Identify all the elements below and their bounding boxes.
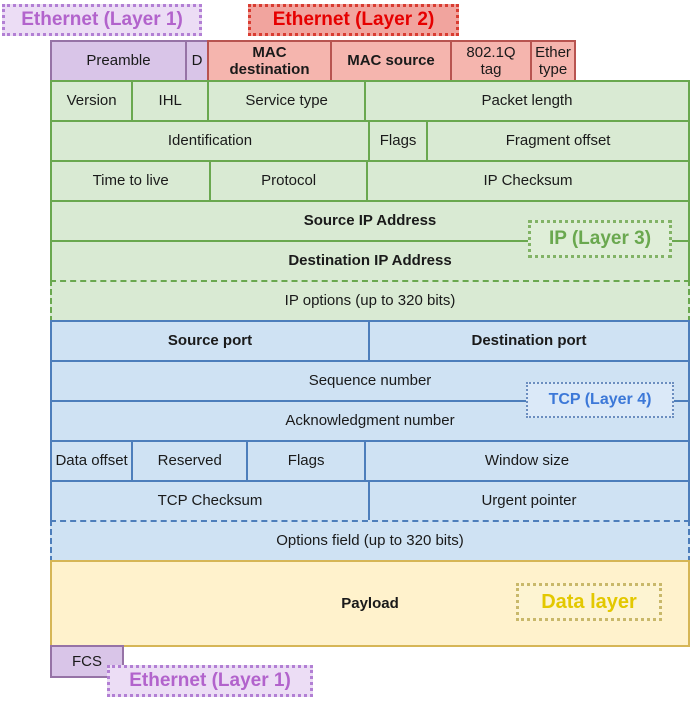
urgent-pointer-cell: Urgent pointer [368,480,690,522]
ethernet-layer1-label-top: Ethernet (Layer 1) [2,4,202,36]
identification-cell: Identification [50,120,370,162]
destination-port-cell: Destination port [368,320,690,362]
ip-row-2: Identification Flags Fragment offset [50,120,690,162]
packet-length-cell: Packet length [363,80,690,122]
tcp-row-1: Source port Destination port [50,320,690,362]
ethernet-header-row: Preamble D MAC destination MAC source 80… [50,40,576,82]
tcp-options-cell: Options field (up to 320 bits) [50,520,690,562]
ip-row-1: Version IHL Service type Packet length [50,80,690,122]
ip-layer3-label: IP (Layer 3) [528,220,672,258]
fragment-offset-cell: Fragment offset [426,120,690,162]
mac-source-cell: MAC source [330,40,452,82]
tcp-options-row: Options field (up to 320 bits) [50,520,690,562]
ethernet-layer1-label-bottom: Ethernet (Layer 1) [107,665,313,697]
tcp-flags-cell: Flags [246,440,366,482]
mac-destination-cell: MAC destination [207,40,332,82]
ethernet-layer2-label: Ethernet (Layer 2) [248,4,459,36]
time-to-live-cell: Time to live [50,160,212,202]
data-offset-cell: Data offset [50,440,134,482]
ip-options-row: IP options (up to 320 bits) [50,280,690,322]
window-size-cell: Window size [363,440,690,482]
ip-flags-cell: Flags [368,120,429,162]
dot1q-tag-cell: 802.1Q tag [450,40,532,82]
tcp-checksum-cell: TCP Checksum [50,480,370,522]
tcp-layer4-label: TCP (Layer 4) [526,382,674,418]
version-cell: Version [50,80,134,122]
ip-row-3: Time to live Protocol IP Checksum [50,160,690,202]
tcp-row-4: Data offset Reserved Flags Window size [50,440,690,482]
data-layer-label: Data layer [516,583,662,621]
service-type-cell: Service type [207,80,366,122]
ip-checksum-cell: IP Checksum [365,160,690,202]
tcp-row-5: TCP Checksum Urgent pointer [50,480,690,522]
preamble-cell: Preamble [50,40,187,82]
ip-options-cell: IP options (up to 320 bits) [50,280,690,322]
ihl-cell: IHL [131,80,210,122]
ether-type-cell: Ether type [530,40,576,82]
reserved-cell: Reserved [131,440,249,482]
sfd-cell: D [185,40,209,82]
source-port-cell: Source port [50,320,370,362]
protocol-cell: Protocol [209,160,368,202]
